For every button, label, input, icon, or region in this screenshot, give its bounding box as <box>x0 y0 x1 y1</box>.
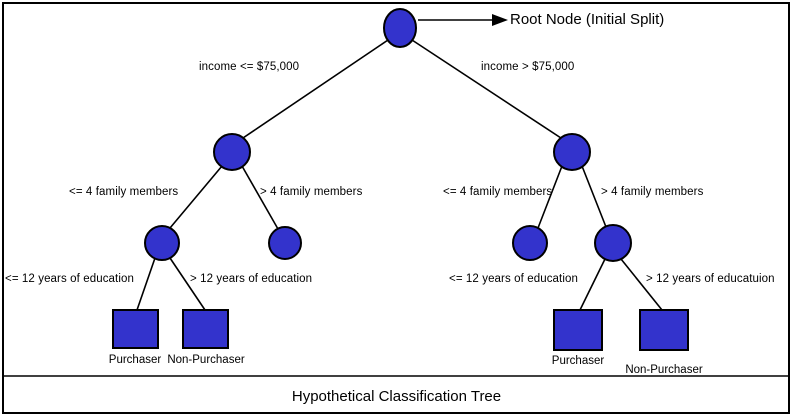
edge-left-to-l2a <box>169 165 223 229</box>
edge-r2b-to-leaf-purchaser <box>579 258 606 311</box>
edge-label-family-gt-right: > 4 family members <box>601 186 704 198</box>
edge-root-to-right <box>411 39 565 141</box>
leaf-node-left-purchaser[interactable] <box>112 309 159 349</box>
edge-label-education-le-right: <= 12 years of education <box>449 273 578 285</box>
leaf-label-left-purchaser: Purchaser <box>108 354 162 366</box>
leaf-node-right-non-purchaser[interactable] <box>639 309 689 351</box>
edge-label-education-le-left: <= 12 years of education <box>5 273 134 285</box>
edge-right-to-r2a <box>537 165 563 229</box>
root-callout-arrow <box>418 14 508 26</box>
node-left-large-fam[interactable] <box>268 226 302 260</box>
edge-l2a-to-leaf-non-purchaser <box>169 257 206 311</box>
leaf-node-right-purchaser[interactable] <box>553 309 603 351</box>
edge-label-income-le: income <= $75,000 <box>199 61 300 73</box>
figure-caption: Hypothetical Classification Tree <box>291 388 502 405</box>
leaf-label-right-purchaser: Purchaser <box>551 355 605 367</box>
edge-label-income-gt: income > $75,000 <box>481 61 575 73</box>
root-node-callout-label: Root Node (Initial Split) <box>510 11 665 28</box>
tree-edges <box>136 39 663 311</box>
node-left-small-fam[interactable] <box>144 225 180 261</box>
node-right-branch[interactable] <box>553 133 591 171</box>
leaf-label-left-non-purchaser: Non-Purchaser <box>167 354 245 366</box>
edge-l2a-to-leaf-purchaser <box>136 257 156 311</box>
edge-label-family-le-right: <= 4 family members <box>443 186 553 198</box>
node-left-branch[interactable] <box>213 133 251 171</box>
edge-label-family-le-left: <= 4 family members <box>69 186 179 198</box>
node-root[interactable] <box>383 8 417 48</box>
edge-left-to-l2b <box>241 165 279 230</box>
node-right-large-fam[interactable] <box>594 224 632 262</box>
edge-label-education-gt-right: > 12 years of educatuion <box>646 273 775 285</box>
edge-root-to-left <box>239 39 389 141</box>
leaf-node-left-non-purchaser[interactable] <box>182 309 229 349</box>
node-right-small-fam[interactable] <box>512 225 548 261</box>
edge-label-education-gt-left: > 12 years of education <box>190 273 313 285</box>
tree-nodes <box>112 8 689 351</box>
edge-right-to-r2b <box>581 165 607 228</box>
leaf-label-right-non-purchaser: Non-Purchaser <box>625 364 703 376</box>
edge-r2b-to-leaf-non-purchaser <box>620 258 663 311</box>
edge-label-family-gt-left: > 4 family members <box>260 186 363 198</box>
figure-border <box>2 2 790 414</box>
